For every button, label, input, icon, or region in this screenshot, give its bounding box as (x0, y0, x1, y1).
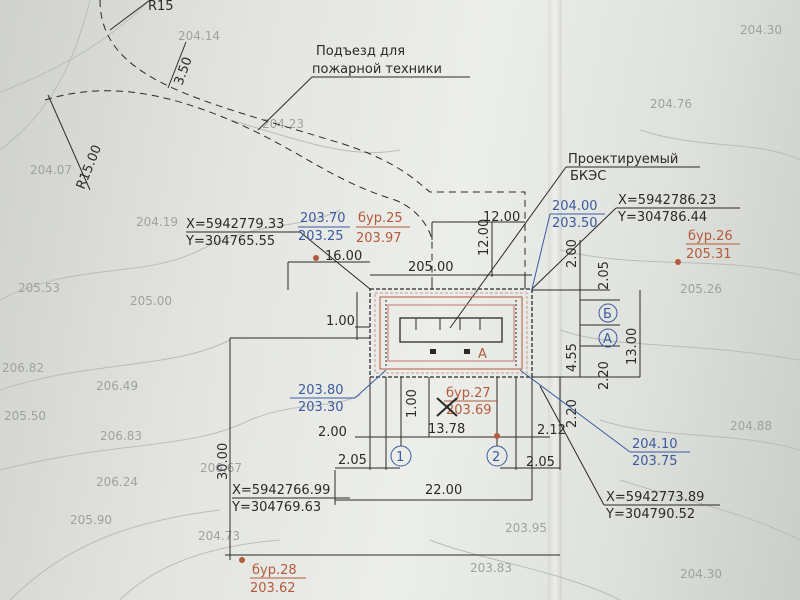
dim-2-top: 2.00 (565, 239, 580, 268)
dim-12-horizontal: 12.00 (483, 210, 520, 225)
contour-label: 204.19 (136, 215, 178, 229)
dim-205-level: 205.00 (408, 260, 454, 275)
dim-455: 4.55 (565, 343, 580, 372)
coord-top-right-x: X=5942786.23 (618, 193, 716, 208)
contour-label: 204.14 (178, 29, 220, 43)
elev-bottom-right-existing: 203.75 (632, 454, 678, 469)
borehole-25-name: бур.25 (358, 211, 403, 226)
borehole-26-value: 205.31 (686, 247, 732, 262)
dim-1-left: 1.00 (326, 314, 355, 329)
axis-A: А (603, 332, 612, 347)
contour-label: 205.53 (18, 281, 60, 295)
dim-13: 13.00 (625, 328, 640, 365)
contour-label: 204.30 (740, 23, 782, 37)
dim-1378: 13.78 (428, 422, 465, 437)
borehole-27-marker (494, 433, 500, 439)
borehole-27-value: 203.69 (446, 403, 492, 418)
radius-label-top: R15 (148, 0, 174, 14)
dimension-lines (225, 221, 641, 560)
contour-label: 206.82 (2, 361, 44, 375)
borehole-26-marker (675, 259, 681, 265)
dim-30: 30.00 (216, 443, 231, 480)
contour-label: 205.50 (4, 409, 46, 423)
dim-2-left: 2.00 (318, 425, 347, 440)
elev-top-right-design: 204.00 (552, 199, 598, 214)
borehole-25-value: 203.97 (356, 231, 402, 246)
road-width-dimension-line (167, 41, 187, 89)
building-title-leader (449, 166, 700, 329)
contour-label: 203.95 (505, 521, 547, 535)
contour-label: 204.88 (730, 419, 772, 433)
coord-bottom-right-x: X=5942773.89 (606, 490, 704, 505)
elev-bottom-right-design: 204.10 (632, 437, 678, 452)
contour-label: 205.00 (130, 294, 172, 308)
contour-label: 204.30 (680, 567, 722, 581)
contour-label: 204.76 (650, 97, 692, 111)
axis-1: 1 (396, 450, 404, 465)
contour-label: 203.83 (470, 561, 512, 575)
contour-label: 204.23 (262, 117, 304, 131)
borehole-28-value: 203.62 (250, 581, 296, 596)
road-title-leader (257, 76, 470, 131)
paper-fold (548, 0, 562, 600)
coord-bottom-left-x: X=5942766.99 (232, 483, 330, 498)
elev-top-left-existing: 203.25 (298, 229, 344, 244)
dim-220-right: 2.20 (597, 361, 612, 390)
removed-point-cross (436, 397, 458, 417)
dim-212: 2.12 (537, 423, 566, 438)
dim-205-bottom: 2.05 (526, 455, 555, 470)
contour-label: 206.83 (100, 429, 142, 443)
radius-leader-top (109, 0, 151, 31)
road-title-line1: Подъезд для (316, 44, 405, 59)
borehole-26-name: бур.26 (688, 229, 733, 244)
coord-top-right-y: Y=304786.44 (617, 210, 707, 225)
building-title-line2: БКЭС (570, 169, 606, 184)
coord-bottom-left-y: Y=304769.63 (231, 500, 321, 515)
dim-1-bottom: 1.00 (405, 389, 420, 418)
contour-label: 206.67 (200, 461, 242, 475)
zone-label: А (478, 347, 487, 362)
elev-top-right-existing: 203.50 (552, 216, 598, 231)
dim-205-left: 2.05 (338, 453, 367, 468)
elev-bottom-left-existing: 203.30 (298, 400, 344, 415)
axis-markers (390, 303, 618, 467)
coord-top-left-x: X=5942779.33 (186, 217, 284, 232)
contour-label: 205.26 (680, 282, 722, 296)
dim-22: 22.00 (425, 483, 462, 498)
coord-top-left-y: Y=304765.55 (185, 234, 275, 249)
elev-bottom-left-design: 203.80 (298, 383, 344, 398)
radius-label-left: R15.00 (74, 143, 105, 192)
road-title-line2: пожарной техники (312, 62, 442, 77)
contour-label: 206.24 (96, 475, 138, 489)
coord-bottom-right-y: Y=304790.52 (605, 507, 695, 522)
contour-label: 206.49 (96, 379, 138, 393)
elev-top-left-design: 203.70 (300, 211, 346, 226)
fire-access-road (44, 0, 526, 285)
dim-205-right: 2.05 (597, 261, 612, 290)
axis-B: Б (603, 307, 612, 322)
road-width-label: 3.50 (172, 55, 196, 87)
radius-leader-left (47, 94, 91, 191)
borehole-28-name: бур.28 (252, 563, 297, 578)
contour-label: 205.90 (70, 513, 112, 527)
contour-label: 204.07 (30, 163, 72, 177)
dim-12-vertical: 12.00 (477, 219, 492, 256)
axis-2: 2 (492, 450, 500, 465)
borehole-25-marker (313, 255, 319, 261)
borehole-28-marker (239, 557, 245, 563)
borehole-27-name: бур.27 (446, 386, 491, 401)
building-block (369, 277, 533, 378)
contour-label: 204.73 (198, 529, 240, 543)
building-title-line1: Проектируемый (568, 152, 678, 167)
